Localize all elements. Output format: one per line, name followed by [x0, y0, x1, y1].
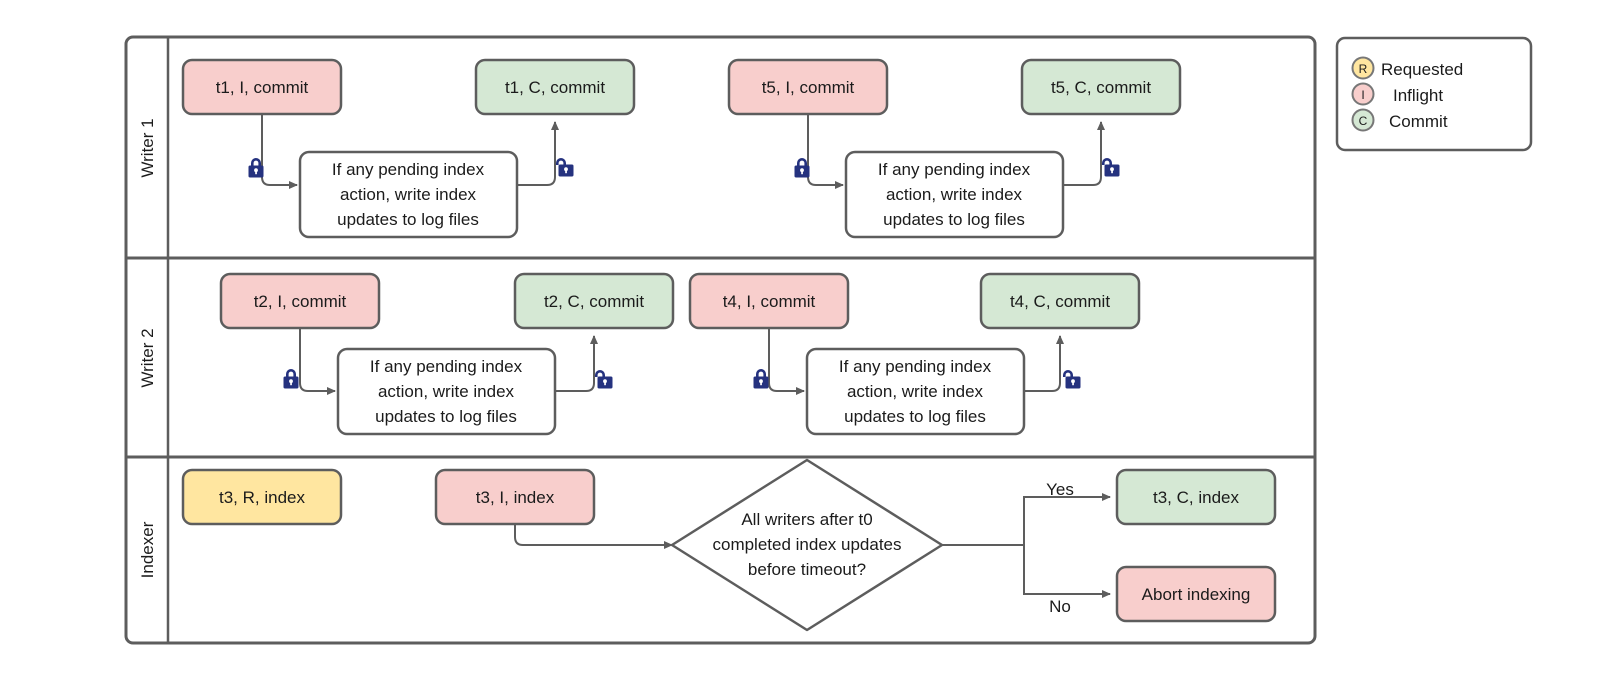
decision-all-writers-completed[interactable]: All writers after t0 completed index upd… — [670, 458, 944, 632]
lane-label-indexer: Indexer — [138, 521, 157, 578]
node-label: t5, I, commit — [762, 78, 855, 97]
lock-open-icon — [1063, 370, 1081, 389]
node-label-line1: If any pending index — [839, 357, 992, 376]
node-label: t4, I, commit — [723, 292, 816, 311]
lane-label-text: Indexer — [138, 521, 157, 578]
node-label: t3, I, index — [476, 488, 555, 507]
lock-open-icon — [595, 370, 613, 389]
lock-closed-icon — [794, 158, 810, 178]
legend-key: R — [1359, 62, 1368, 76]
node-t2-commit-commit[interactable]: t2, C, commit — [513, 272, 675, 330]
node-label-line1: If any pending index — [332, 160, 485, 179]
node-t3-inflight-index[interactable]: t3, I, index — [434, 468, 596, 526]
node-t3-requested-index[interactable]: t3, R, index — [181, 468, 343, 526]
node-t5-inflight-commit[interactable]: t5, I, commit — [727, 58, 889, 116]
node-label: Abort indexing — [1142, 585, 1251, 604]
node-writer2-index-write-1[interactable]: If any pending index action, write index… — [336, 347, 557, 436]
node-label: t2, I, commit — [254, 292, 347, 311]
node-label: t1, I, commit — [216, 78, 309, 97]
edge-label-yes: Yes — [1046, 480, 1074, 499]
legend-item-requested: R Requested — [1351, 56, 1463, 80]
lane-label-writer-1: Writer 1 — [138, 118, 157, 177]
node-t1-inflight-commit[interactable]: t1, I, commit — [181, 58, 343, 116]
writer2-edges — [299, 328, 1064, 395]
node-label-line1: If any pending index — [370, 357, 523, 376]
indexer-edges — [514, 493, 1111, 598]
node-label: t1, C, commit — [505, 78, 605, 97]
node-label-line3: updates to log files — [883, 210, 1025, 229]
node-label-line2: action, write index — [886, 185, 1023, 204]
legend-item-commit: C Commit — [1351, 108, 1448, 132]
node-t5-commit-commit[interactable]: t5, C, commit — [1020, 58, 1182, 116]
legend-key: C — [1359, 114, 1368, 128]
node-writer1-index-write-1[interactable]: If any pending index action, write index… — [298, 150, 519, 239]
node-label: t4, C, commit — [1010, 292, 1110, 311]
node-label: t3, C, index — [1153, 488, 1239, 507]
node-label-line1: If any pending index — [878, 160, 1031, 179]
node-label-line3: updates to log files — [844, 407, 986, 426]
node-t3-commit-index[interactable]: t3, C, index — [1115, 468, 1277, 526]
node-label-line2: action, write index — [847, 382, 984, 401]
node-label: t5, C, commit — [1051, 78, 1151, 97]
legend: R Requested I Inflight C Commit — [1335, 36, 1533, 152]
lock-open-icon — [556, 158, 574, 177]
node-t1-commit-commit[interactable]: t1, C, commit — [474, 58, 636, 116]
decision-label-line2: completed index updates — [712, 535, 901, 554]
decision-label-line1: All writers after t0 — [741, 510, 872, 529]
node-label-line3: updates to log files — [375, 407, 517, 426]
decision-label-line3: before timeout? — [748, 560, 866, 579]
node-writer1-index-write-2[interactable]: If any pending index action, write index… — [844, 150, 1065, 239]
lock-closed-icon — [248, 158, 264, 178]
node-t4-commit-commit[interactable]: t4, C, commit — [979, 272, 1141, 330]
legend-key: I — [1361, 88, 1364, 102]
lock-closed-icon — [753, 369, 769, 389]
node-label-line2: action, write index — [340, 185, 477, 204]
lane-label-writer-2: Writer 2 — [138, 328, 157, 387]
lock-open-icon — [1102, 158, 1120, 177]
node-t4-inflight-commit[interactable]: t4, I, commit — [688, 272, 850, 330]
legend-item-inflight: I Inflight — [1351, 82, 1443, 106]
node-label-line2: action, write index — [378, 382, 515, 401]
legend-label: Inflight — [1393, 86, 1443, 105]
node-label: t3, R, index — [219, 488, 305, 507]
node-writer2-index-write-2[interactable]: If any pending index action, write index… — [805, 347, 1026, 436]
lane-label-text: Writer 2 — [138, 328, 157, 387]
lock-closed-icon — [283, 369, 299, 389]
node-label: t2, C, commit — [544, 292, 644, 311]
node-label-line3: updates to log files — [337, 210, 479, 229]
node-abort-indexing[interactable]: Abort indexing — [1115, 565, 1277, 623]
node-t2-inflight-commit[interactable]: t2, I, commit — [219, 272, 381, 330]
legend-label: Requested — [1381, 60, 1463, 79]
legend-label: Commit — [1389, 112, 1448, 131]
edge-label-no: No — [1049, 597, 1071, 616]
lane-label-text: Writer 1 — [138, 118, 157, 177]
